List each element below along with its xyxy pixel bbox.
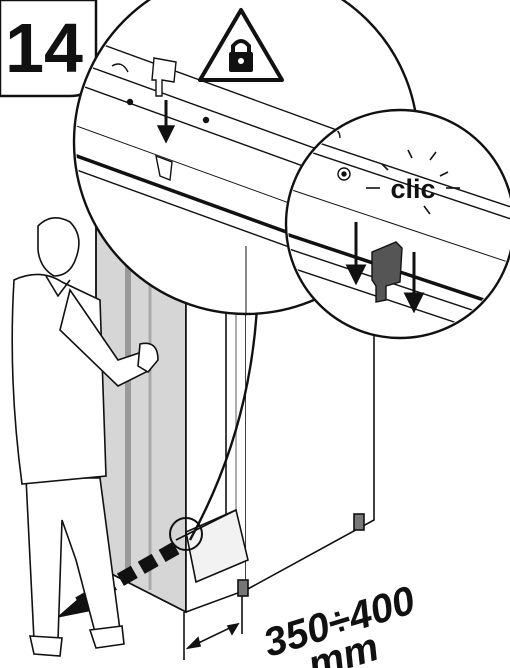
- arrow-down-icon: [156, 125, 176, 144]
- clic-burst-icon: [366, 149, 460, 215]
- person-torso: [11, 273, 107, 485]
- person-head: [37, 217, 80, 277]
- person-shoe-right: [88, 625, 125, 649]
- clip-engaged: [371, 241, 403, 303]
- step-number: 14: [5, 9, 83, 87]
- cable: [188, 279, 260, 541]
- foot-front: [237, 579, 249, 597]
- person-shoe-left: [28, 635, 63, 657]
- detail-circle: [169, 517, 203, 551]
- clic-label: clic: [390, 174, 435, 204]
- person-hand: [137, 342, 159, 374]
- clip-top: [151, 57, 177, 97]
- clic-arrows: [345, 222, 425, 314]
- person-figure: [11, 217, 159, 657]
- foot-back: [353, 513, 365, 531]
- detail-zoom-clic: clic: [284, 108, 510, 340]
- warning-triangle-icon: [198, 8, 284, 82]
- appliance-cabinet: [95, 194, 375, 614]
- step-badge: 14: [0, 0, 98, 98]
- dimension-marker: [183, 596, 243, 660]
- lock-icon: [229, 39, 253, 72]
